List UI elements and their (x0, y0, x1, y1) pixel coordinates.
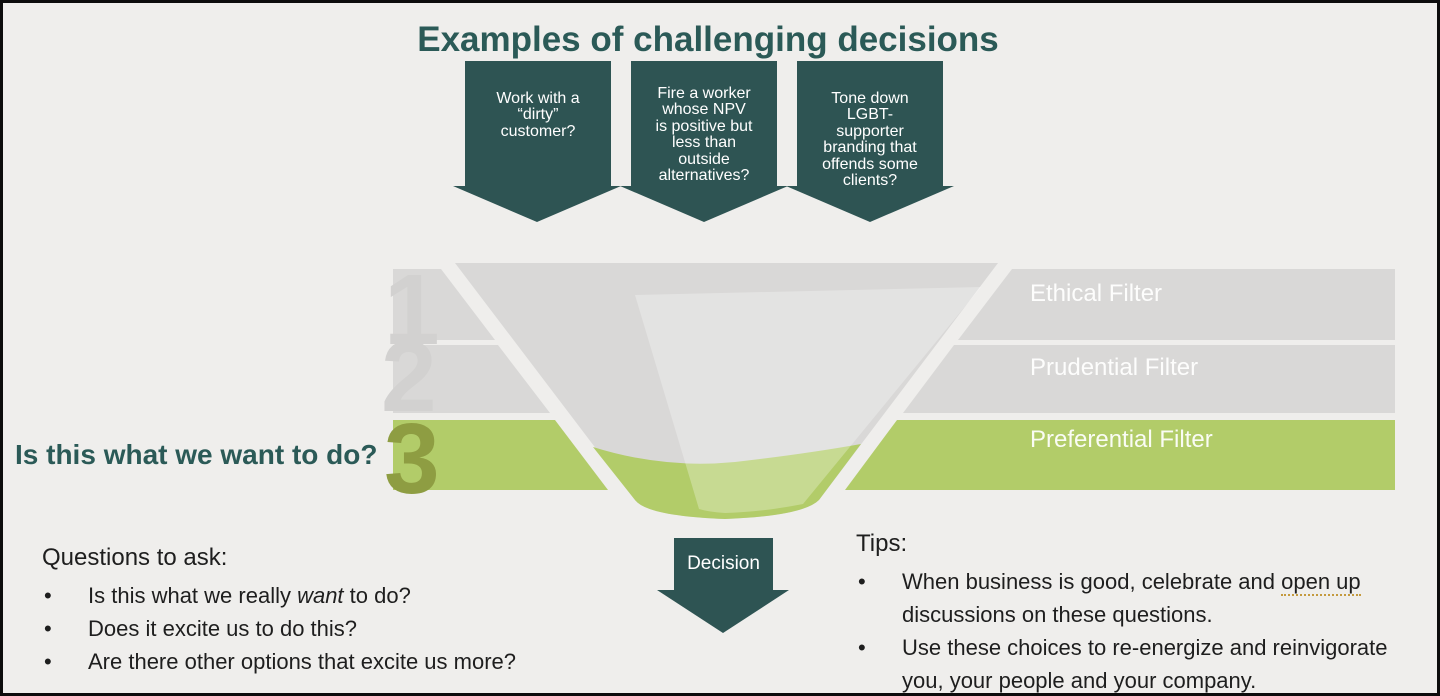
decision-label: Decision (687, 553, 760, 574)
challenge-arrow-3-text: Tone down LGBT- supporter branding that … (822, 89, 918, 189)
question-item-1-pre: Is this what we really (88, 583, 298, 608)
challenge-arrow-1-tip-icon (453, 186, 621, 222)
left-bar-2 (393, 345, 550, 413)
tip-item-1-pre: When business is good, celebrate and (902, 569, 1282, 594)
funnel-body (455, 263, 998, 519)
tip-item-2: Use these choices to re-energize and rei… (856, 631, 1416, 693)
question-item-1-post: to do? (343, 583, 411, 608)
funnel-liquid (593, 444, 861, 519)
right-bar-ethical (958, 269, 1395, 340)
tips-block: Tips: When business is good, celebrate a… (856, 530, 1416, 693)
question-item-3: Are there other options that excite us m… (42, 645, 682, 678)
questions-block: Questions to ask: Is this what we really… (42, 544, 682, 678)
tips-header: Tips: (856, 530, 908, 557)
side-question: Is this what we want to do? (15, 439, 378, 470)
tip-item-1-underlined: open up (1281, 569, 1361, 596)
tips-list: When business is good, celebrate and ope… (856, 565, 1416, 693)
decision-box: Decision (674, 538, 773, 590)
filter-label-prudential: Prudential Filter (1030, 354, 1199, 381)
question-item-2: Does it excite us to do this? (42, 612, 682, 645)
question-item-3-pre: Are there other options that excite us m… (88, 649, 517, 674)
right-bar-preferential (845, 420, 1395, 490)
tip-item-1-post: discussions on these questions. (902, 602, 1213, 627)
page-title: Examples of challenging decisions (417, 20, 999, 59)
question-item-2-pre: Does it excite us to do this? (88, 616, 358, 641)
right-bar-prudential (903, 345, 1395, 413)
filter-label-ethical: Ethical Filter (1030, 280, 1163, 307)
challenge-arrow-2-tip-icon (620, 186, 788, 222)
tip-item-2-pre: Use these choices to re-energize and rei… (902, 635, 1388, 693)
filter-label-preferential: Preferential Filter (1030, 426, 1213, 453)
step-number-1: 1 (384, 254, 440, 366)
challenge-arrow-2: Fire a worker whose NPV is positive but … (631, 61, 777, 186)
question-item-1-emphasis: want (297, 583, 344, 608)
tip-item-1: When business is good, celebrate and ope… (856, 565, 1416, 631)
challenge-arrow-3-tip-icon (786, 186, 954, 222)
step-number-2: 2 (381, 321, 437, 433)
left-bar-1 (393, 269, 495, 340)
challenge-arrow-2-text: Fire a worker whose NPV is positive but … (655, 84, 753, 184)
funnel-highlight (635, 287, 981, 513)
funnel-diagram: 1 2 3 (381, 254, 1395, 519)
left-bar-3 (393, 420, 608, 490)
challenge-arrow-1: Work with a “dirty” customer? (465, 61, 611, 186)
challenge-arrow-3: Tone down LGBT- supporter branding that … (797, 61, 943, 189)
question-item-1: Is this what we really want to do? (42, 579, 682, 612)
questions-header: Questions to ask: (42, 544, 228, 571)
step-number-3: 3 (384, 403, 440, 515)
challenge-arrow-1-text: Work with a “dirty” customer? (496, 89, 580, 140)
questions-list: Is this what we really want to do? Does … (42, 579, 682, 678)
